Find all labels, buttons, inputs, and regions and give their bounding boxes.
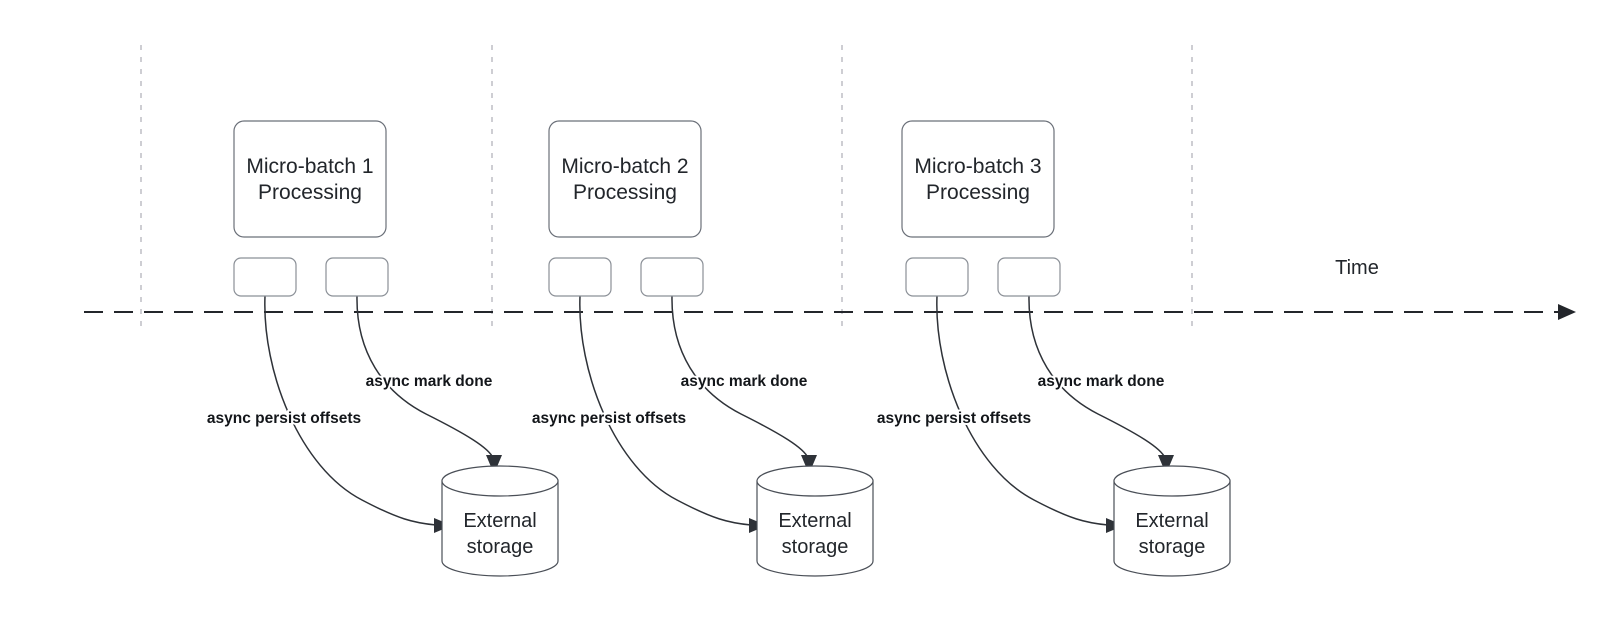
group-2-task-slot-b[interactable] [640,257,704,297]
external-storage-3[interactable]: External storage [1113,465,1231,577]
external-storage-2[interactable]: External storage [756,465,874,577]
async-mark-done-path-1 [356,295,494,459]
external-storage-1-top [441,465,559,497]
async-persist-offsets-label-2: async persist offsets [532,410,686,427]
external-storage-2-body [756,480,874,577]
external-storage-2-top [756,465,874,497]
async-mark-done-arrowhead-1 [486,455,502,474]
micro-batch-1-label-line2: Processing [258,181,362,204]
time-axis-arrowhead [1558,304,1576,320]
external-storage-3-label-line2: storage [1139,536,1206,558]
group-3: Micro-batch 3 Processing External storag… [875,120,1231,577]
group-3-task-slot-b[interactable] [997,257,1061,297]
external-storage-1-body [441,480,559,577]
async-mark-done-label-2: async mark done [681,373,808,390]
async-persist-offsets-label-1: async persist offsets [207,410,361,427]
micro-batch-2-label-line2: Processing [573,181,677,204]
micro-batch-2-box[interactable] [548,120,702,238]
micro-batch-3-box[interactable] [901,120,1055,238]
time-axis-label: Time [1335,257,1379,279]
async-mark-done-path-3 [1028,295,1166,459]
external-storage-2-label-line1: External [778,510,851,532]
time-axis: Time [84,257,1576,320]
micro-batch-3-label-line1: Micro-batch 3 [914,155,1041,178]
micro-batch-2-label-line1: Micro-batch 2 [561,155,688,178]
async-persist-offsets-label-3: async persist offsets [877,410,1031,427]
async-persist-offsets-path-3 [936,295,1109,526]
external-storage-3-label-line1: External [1135,510,1208,532]
async-mark-done-arrowhead-2 [801,455,817,474]
external-storage-3-top [1113,465,1231,497]
micro-batch-1-label-line1: Micro-batch 1 [246,155,373,178]
async-mark-done-path-2 [671,295,809,459]
external-storage-1-label-line2: storage [467,536,534,558]
async-mark-done-label-1: async mark done [366,373,493,390]
micro-batch-1-box[interactable] [233,120,387,238]
external-storage-2-label-line2: storage [782,536,849,558]
group-2-task-slot-a[interactable] [548,257,612,297]
group-1: Micro-batch 1 Processing External storag… [205,120,559,577]
external-storage-1-label-line1: External [463,510,536,532]
async-mark-done-label-3: async mark done [1038,373,1165,390]
external-storage-3-body [1113,480,1231,577]
micro-batch-3-label-line2: Processing [926,181,1030,204]
group-3-task-slot-a[interactable] [905,257,969,297]
external-storage-1[interactable]: External storage [441,465,559,577]
async-mark-done-arrowhead-3 [1158,455,1174,474]
group-1-task-slot-b[interactable] [325,257,389,297]
group-1-task-slot-a[interactable] [233,257,297,297]
async-persist-offsets-path-2 [579,295,752,526]
async-persist-offsets-path-1 [264,295,437,526]
group-2: Micro-batch 2 Processing External storag… [530,120,874,577]
